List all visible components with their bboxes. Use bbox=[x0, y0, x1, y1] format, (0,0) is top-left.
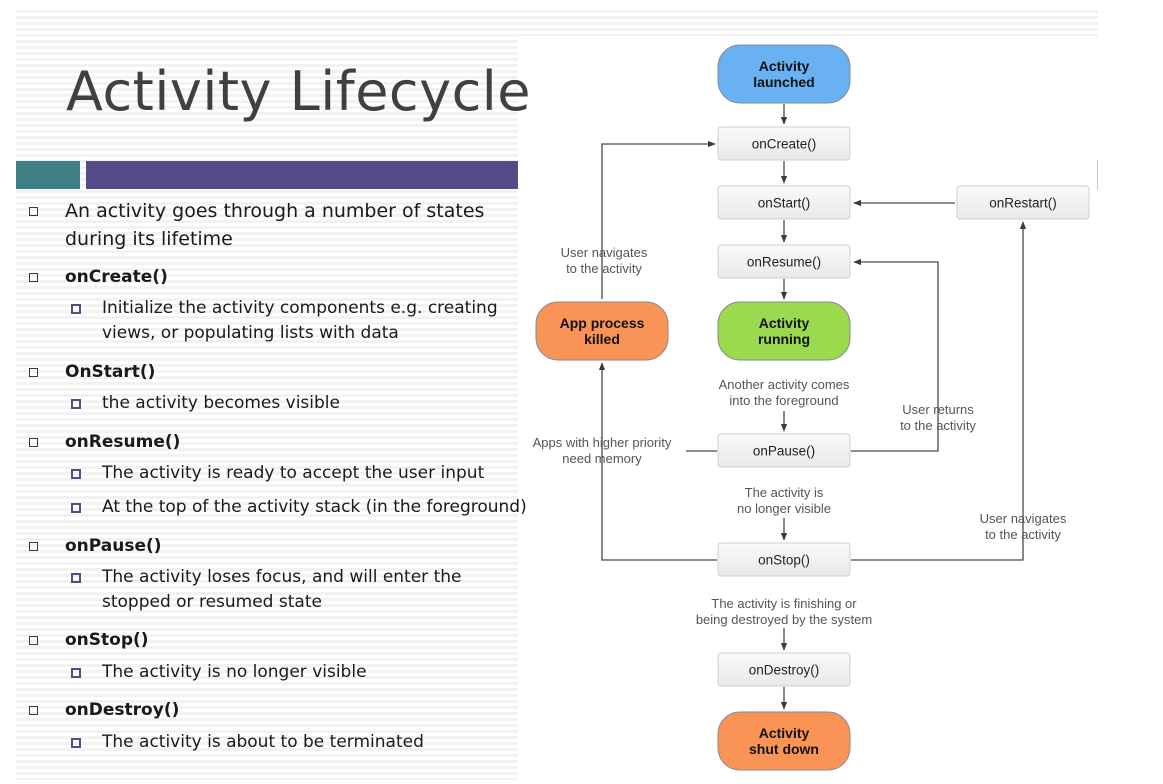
node-running-shape bbox=[717, 301, 851, 361]
node-onstart-label: onStart() bbox=[758, 196, 811, 211]
bullet-marker bbox=[29, 438, 38, 447]
edge-label-another-activity: Another activity comes bbox=[719, 377, 850, 392]
node-oncreate: onCreate() bbox=[717, 126, 851, 161]
bullet-text: onCreate() bbox=[65, 267, 168, 287]
node-ondestroy-label: onDestroy() bbox=[749, 663, 820, 678]
sub-bullet-text: The activity is ready to accept the user… bbox=[102, 463, 485, 483]
node-killed-label: killed bbox=[584, 331, 620, 347]
bullet-text: An activity goes through a number of sta… bbox=[65, 200, 485, 222]
sub-bullet-marker bbox=[71, 573, 81, 583]
sub-bullet-text: the activity becomes visible bbox=[102, 393, 340, 413]
edge-killed-to-create bbox=[601, 140, 716, 299]
node-running-label: Activity bbox=[759, 315, 810, 331]
node-oncreate-label: onCreate() bbox=[752, 137, 817, 152]
node-ondestroy: onDestroy() bbox=[717, 652, 851, 687]
node-launched-shape bbox=[717, 44, 851, 104]
node-onpause-label: onPause() bbox=[753, 444, 815, 459]
bullet-marker bbox=[29, 368, 38, 377]
bullet-text: onDestroy() bbox=[65, 700, 180, 720]
edge-stop-to-killed bbox=[598, 362, 717, 561]
bullet-text: during its lifetime bbox=[65, 228, 233, 250]
node-onstop: onStop() bbox=[717, 542, 851, 577]
bullet-text: onResume() bbox=[65, 432, 181, 452]
title-underline-bar bbox=[86, 161, 518, 189]
edge-stop-to-restart bbox=[851, 221, 1027, 561]
edge-label-finishing: The activity is finishing or bbox=[711, 596, 857, 611]
node-ondestroy-shape bbox=[717, 652, 851, 687]
node-onrestart-shape bbox=[956, 185, 1090, 220]
node-onrestart-label: onRestart() bbox=[989, 196, 1057, 211]
node-onresume-shape bbox=[717, 244, 851, 279]
bullet-marker bbox=[29, 207, 38, 216]
edge-label-higher-priority: Apps with higher priority bbox=[533, 435, 672, 450]
node-running-label: running bbox=[758, 331, 810, 347]
edge-label-user-returns: User returns bbox=[902, 402, 974, 417]
sub-bullet-marker bbox=[71, 668, 81, 678]
edge-label-higher-priority: need memory bbox=[562, 451, 642, 466]
divider-line bbox=[1097, 160, 1098, 190]
sub-bullet-marker bbox=[71, 399, 81, 409]
bullet-outline: An activity goes through a number of sta… bbox=[0, 0, 530, 784]
node-shutdown-label: Activity bbox=[759, 725, 810, 741]
edge-label-no-longer-visible: The activity is bbox=[745, 485, 824, 500]
sub-bullet-text: Initialize the activity components e.g. … bbox=[102, 298, 498, 318]
bullet-text: onStop() bbox=[65, 630, 149, 650]
node-launched-label: launched bbox=[753, 74, 814, 90]
sub-bullet-text: The activity is about to be terminated bbox=[102, 732, 424, 752]
sub-bullet-marker bbox=[71, 738, 81, 748]
node-onstop-label: onStop() bbox=[758, 553, 810, 568]
node-onstop-shape bbox=[717, 542, 851, 577]
node-onstart: onStart() bbox=[717, 185, 851, 220]
bullet-text: onPause() bbox=[65, 536, 162, 556]
sub-bullet-marker bbox=[71, 503, 81, 513]
edge-label-user-nav-right: User navigates bbox=[980, 511, 1067, 526]
bullet-text: OnStart() bbox=[65, 362, 156, 382]
sub-bullet-marker bbox=[71, 469, 81, 479]
node-launched-label: Activity bbox=[759, 58, 810, 74]
edge-label-no-longer-visible: no longer visible bbox=[737, 501, 831, 516]
node-onpause: onPause() bbox=[717, 433, 851, 468]
background-stripes-top bbox=[518, 10, 1098, 36]
background-stripes bbox=[16, 10, 518, 780]
bullet-marker bbox=[29, 542, 38, 551]
sub-bullet-marker bbox=[71, 304, 81, 314]
node-killed-shape bbox=[535, 301, 669, 361]
edge-label-user-nav-right: to the activity bbox=[985, 527, 1061, 542]
node-onresume-label: onResume() bbox=[747, 255, 821, 270]
sub-bullet-text: The activity is no longer visible bbox=[102, 662, 367, 682]
node-onresume: onResume() bbox=[717, 244, 851, 279]
node-oncreate-shape bbox=[717, 126, 851, 161]
slide-title: Activity Lifecycle bbox=[66, 60, 531, 123]
edge-pause-to-resume bbox=[851, 258, 939, 452]
sub-bullet-text: The activity loses focus, and will enter… bbox=[102, 567, 462, 587]
node-killed-label: App process bbox=[560, 315, 645, 331]
edge-label-user-returns: to the activity bbox=[900, 418, 976, 433]
node-onpause-shape bbox=[717, 433, 851, 468]
node-shutdown-shape bbox=[717, 711, 851, 771]
node-onstart-shape bbox=[717, 185, 851, 220]
edge-label-another-activity: into the foreground bbox=[729, 393, 838, 408]
edge-label-user-nav-left: to the activity bbox=[566, 261, 642, 276]
node-shutdown-label: shut down bbox=[749, 741, 819, 757]
bullet-marker bbox=[29, 636, 38, 645]
sub-bullet-text: stopped or resumed state bbox=[102, 592, 322, 612]
sub-bullet-text: views, or populating lists with data bbox=[102, 323, 399, 343]
bullet-marker bbox=[29, 706, 38, 715]
node-onrestart: onRestart() bbox=[956, 185, 1090, 220]
edge-label-finishing: being destroyed by the system bbox=[696, 612, 872, 627]
title-accent-bar bbox=[16, 161, 80, 189]
edge-label-user-nav-left: User navigates bbox=[561, 245, 648, 260]
bullet-marker bbox=[29, 273, 38, 282]
sub-bullet-text: At the top of the activity stack (in the… bbox=[102, 497, 527, 517]
